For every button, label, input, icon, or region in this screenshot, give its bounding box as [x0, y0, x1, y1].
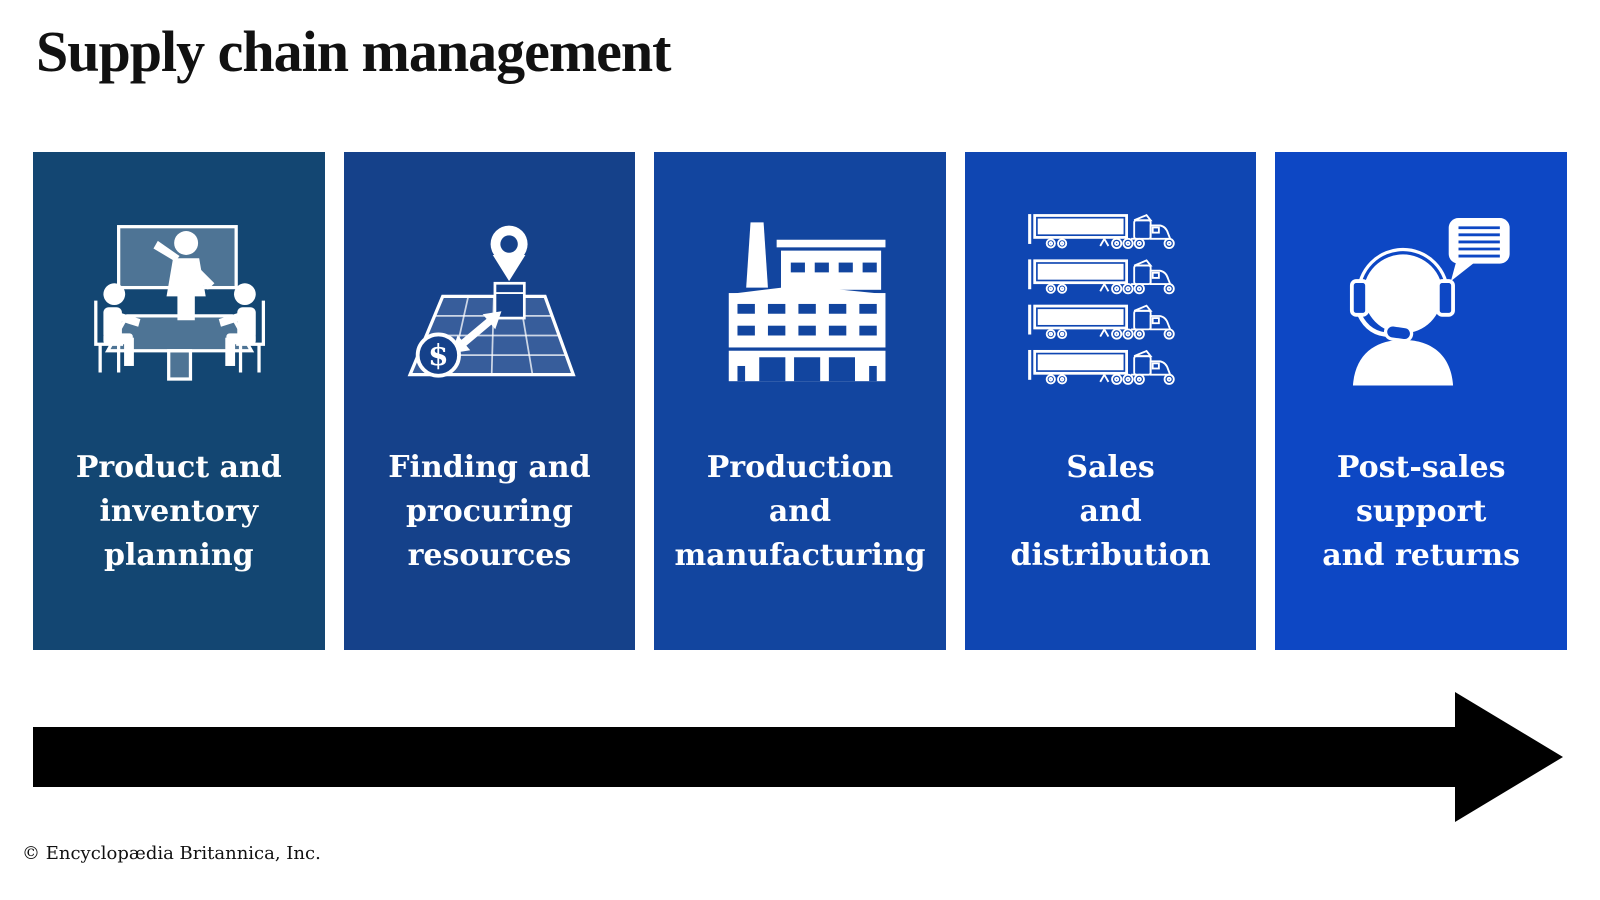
factory-icon — [654, 152, 946, 444]
customer-support-icon — [1349, 217, 1510, 386]
map-sourcing-cost-icon: $ — [407, 225, 576, 378]
customer-support-icon — [1275, 152, 1567, 444]
map-sourcing-cost-icon: $ — [344, 152, 636, 444]
dollar-sign-glyph: $ — [428, 336, 448, 371]
stage-label: Finding and procuring resources — [388, 450, 591, 573]
stage-label: Production and manufacturing — [674, 450, 926, 573]
stage-label: Post-sales support and returns — [1322, 450, 1521, 573]
stage-label: Sales and distribution — [1010, 450, 1211, 573]
meeting-presentation-icon — [94, 224, 266, 381]
stage-product-inventory-planning: Product and inventory planning — [33, 152, 325, 650]
stage-sales-distribution: Sales and distribution — [964, 152, 1257, 650]
supply-chain-stages: Product and inventory planning — [33, 152, 1567, 650]
stage-finding-procuring-resources: $ Finding and procuring resources — [343, 152, 636, 650]
truck-fleet-icon — [965, 152, 1257, 444]
flow-direction-arrow — [33, 692, 1563, 822]
page-title: Supply chain management — [36, 19, 671, 84]
truck-fleet-icon — [1027, 212, 1175, 385]
factory-icon — [729, 221, 886, 381]
stage-label: Product and inventory planning — [75, 450, 282, 573]
stage-post-sales-support-returns: Post-sales support and returns — [1275, 152, 1567, 650]
meeting-presentation-icon — [33, 152, 325, 444]
stage-production-manufacturing: Production and manufacturing — [654, 152, 946, 650]
copyright-credit: © Encyclopædia Britannica, Inc. — [22, 843, 321, 864]
